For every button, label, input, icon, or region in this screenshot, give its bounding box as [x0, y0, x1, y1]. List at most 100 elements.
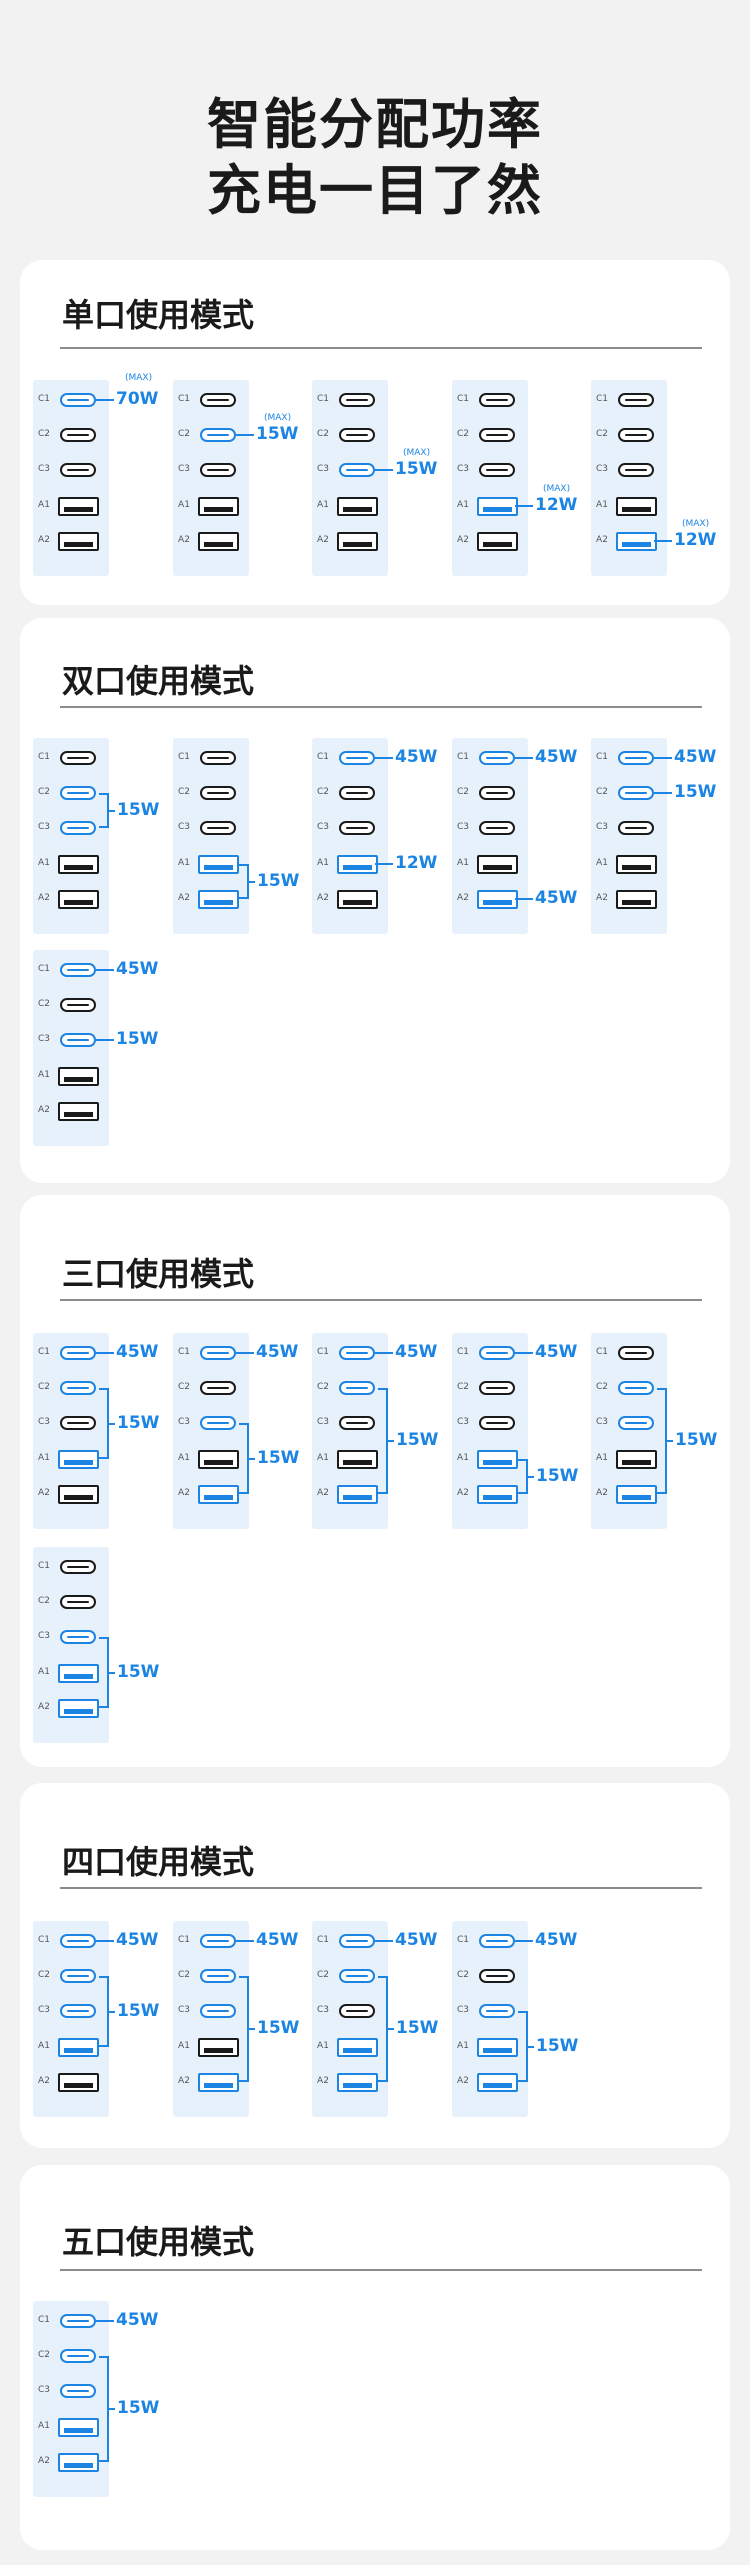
port-label: C3 [595, 464, 608, 474]
usb-a-port-icon [477, 497, 518, 516]
port-label: A2 [178, 893, 190, 903]
max-label: (MAX) [543, 484, 571, 494]
connector-line [96, 969, 114, 971]
connector-line [515, 505, 533, 507]
mode-card-title: 双口使用模式 [62, 662, 255, 700]
port-label: A2 [38, 1105, 50, 1115]
usb-c-port-icon [618, 463, 654, 477]
wattage-label: 15W [257, 870, 300, 891]
wattage-label: 15W [396, 2018, 439, 2038]
port-label: C1 [316, 1347, 329, 1357]
port-label: C1 [177, 752, 190, 762]
usb-c-port-icon [339, 786, 375, 800]
connector-line [388, 2028, 394, 2030]
port-label: A1 [457, 1453, 469, 1463]
port-label: C1 [177, 1347, 190, 1357]
usb-a-port-icon [198, 1485, 239, 1504]
usb-a-port-icon [337, 890, 378, 909]
usb-a-port-icon [198, 497, 239, 516]
bracket-connector [378, 1388, 388, 1494]
port-label: A2 [596, 535, 608, 545]
max-label: (MAX) [264, 413, 292, 423]
usb-c-port-icon [60, 1346, 96, 1360]
port-label: A2 [457, 535, 469, 545]
wattage-label: 45W [535, 747, 578, 767]
port-label: C2 [456, 787, 469, 797]
port-label: A2 [178, 535, 190, 545]
port-label: C1 [37, 752, 50, 762]
connector-line [528, 1475, 534, 1478]
port-label: C2 [316, 429, 329, 439]
usb-c-port-icon [200, 428, 236, 442]
port-label: C2 [456, 429, 469, 439]
usb-c-port-icon [60, 1934, 96, 1948]
wattage-label: 45W [395, 747, 438, 767]
port-label: C2 [37, 2350, 50, 2360]
port-label: C1 [316, 394, 329, 404]
connector-line [249, 880, 255, 883]
port-label: C2 [177, 429, 190, 439]
usb-c-port-icon [618, 821, 654, 835]
port-label: C3 [456, 1417, 469, 1427]
mode-card-title: 单口使用模式 [62, 296, 255, 334]
port-label: C3 [37, 2385, 50, 2395]
usb-c-port-icon [479, 821, 515, 835]
mode-card-title: 五口使用模式 [62, 2223, 255, 2261]
usb-a-port-icon [477, 1450, 518, 1469]
wattage-label: 15W [395, 459, 438, 479]
usb-c-port-icon [618, 428, 654, 442]
usb-a-port-icon [616, 532, 657, 551]
usb-c-port-icon [339, 751, 375, 765]
usb-c-port-icon [200, 393, 236, 407]
usb-c-port-icon [479, 428, 515, 442]
usb-c-port-icon [60, 2384, 96, 2398]
usb-a-port-icon [198, 855, 239, 874]
wattage-label: 15W [117, 1412, 160, 1433]
port-label: C1 [37, 394, 50, 404]
usb-c-port-icon [200, 1416, 236, 1430]
mode-card-title: 三口使用模式 [62, 1255, 255, 1293]
usb-c-port-icon [479, 1969, 515, 1983]
port-label: C2 [37, 787, 50, 797]
connector-line [375, 469, 393, 471]
usb-a-port-icon [198, 2073, 239, 2092]
port-label: A2 [317, 1488, 329, 1498]
usb-c-port-icon [339, 1381, 375, 1395]
connector-line [96, 1940, 114, 1942]
usb-a-port-icon [337, 2038, 378, 2057]
port-label: A2 [317, 2076, 329, 2086]
max-label: (MAX) [403, 448, 431, 458]
usb-c-port-icon [60, 1969, 96, 1983]
port-label: C3 [456, 464, 469, 474]
port-label: C3 [37, 1417, 50, 1427]
usb-a-port-icon [198, 2038, 239, 2057]
port-label: C2 [177, 1382, 190, 1392]
bracket-connector [378, 1976, 388, 2082]
usb-c-port-icon [60, 1630, 96, 1644]
port-label: C3 [177, 822, 190, 832]
usb-c-port-icon [60, 2349, 96, 2363]
port-label: A2 [38, 893, 50, 903]
usb-c-port-icon [60, 1560, 96, 1574]
port-label: C3 [316, 2005, 329, 2015]
usb-c-port-icon [200, 821, 236, 835]
port-label: A1 [457, 858, 469, 868]
usb-a-port-icon [477, 2038, 518, 2057]
wattage-label: 15W [257, 2018, 300, 2038]
usb-a-port-icon [58, 1485, 99, 1504]
usb-c-port-icon [479, 2004, 515, 2018]
usb-c-port-icon [339, 1416, 375, 1430]
port-label: A1 [178, 500, 190, 510]
connector-line [96, 1352, 114, 1354]
usb-c-port-icon [60, 751, 96, 765]
connector-line [654, 757, 672, 759]
usb-c-port-icon [60, 998, 96, 1012]
wattage-label: 12W [674, 530, 717, 550]
connector-line [515, 757, 533, 759]
usb-c-port-icon [200, 1934, 236, 1948]
